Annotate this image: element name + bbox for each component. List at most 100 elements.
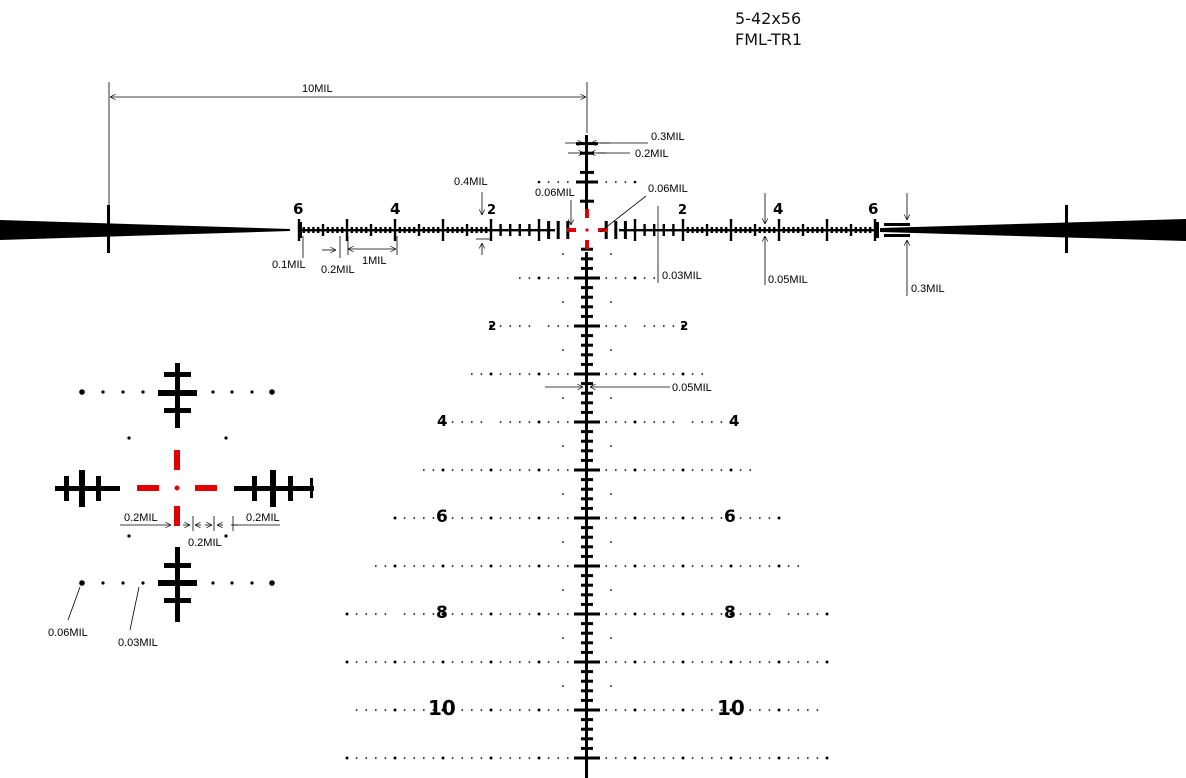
- holdover-dot: [825, 660, 829, 664]
- holdover-dot: [384, 613, 387, 615]
- holdover-dot: [624, 373, 627, 375]
- holdover-dot: [662, 517, 665, 519]
- holdover-dot: [806, 757, 809, 759]
- holdover-dot: [710, 421, 713, 423]
- holdover-dot: [691, 757, 694, 759]
- holdover-dot: [605, 565, 608, 567]
- horizontal-tick: [729, 219, 733, 241]
- windage-dot: [562, 541, 564, 543]
- inset-0-2mil-left-label: 0.2MIL: [124, 512, 158, 524]
- holdover-dot: [451, 517, 454, 519]
- horizontal-tick: [691, 227, 694, 233]
- holdover-dot: [422, 709, 425, 711]
- tree-right-2: 2: [680, 319, 688, 333]
- holdover-dot: [547, 517, 550, 519]
- holdover-dot: [701, 565, 704, 567]
- dimension-0-3mil-label: 0.3MIL: [651, 131, 685, 143]
- dimension-1mil-label: 1MIL: [362, 255, 386, 267]
- holdover-dot: [729, 612, 733, 616]
- holdover-dot: [451, 565, 454, 567]
- holdover-dot: [470, 661, 473, 663]
- inset-diagonal-dot: [224, 534, 228, 538]
- horizontal-tick: [715, 227, 718, 233]
- horizontal-tick: [705, 224, 709, 236]
- vertical-tick: [581, 362, 593, 366]
- holdover-dot: [777, 660, 781, 664]
- holdover-dot: [739, 469, 742, 471]
- dimension-0-2mil-tick-label: 0.2MIL: [321, 264, 355, 276]
- windage-dot: [610, 493, 612, 495]
- holdover-dot: [672, 469, 675, 471]
- holdover-dot: [547, 421, 550, 423]
- holdover-dot: [499, 613, 502, 615]
- vertical-tick: [581, 679, 593, 683]
- horizontal-tick: [413, 227, 416, 233]
- horizontal-tick: [854, 227, 857, 233]
- holdover-dot: [480, 565, 483, 567]
- vertical-tick: [574, 468, 600, 472]
- holdover-dot: [451, 613, 454, 615]
- holdover-dot: [768, 517, 771, 519]
- holdover-dot: [355, 757, 358, 759]
- holdover-dot: [720, 757, 723, 759]
- holdover-dot: [489, 324, 493, 328]
- holdover-dot: [653, 757, 656, 759]
- label-right-4: 4: [773, 200, 783, 218]
- holdover-dot: [662, 613, 665, 615]
- vertical-tick: [581, 727, 593, 731]
- holdover-dot: [557, 661, 560, 663]
- inset-left-post: [55, 486, 120, 491]
- right-stadia-line: [619, 229, 877, 232]
- left-bar-end: [107, 205, 110, 253]
- holdover-dot: [605, 373, 608, 375]
- windage-dot: [610, 685, 612, 687]
- holdover-dot: [432, 757, 435, 759]
- holdover-dot: [489, 372, 493, 376]
- holdover-dot: [749, 757, 752, 759]
- holdover-dot: [528, 325, 531, 327]
- holdover-dot: [710, 565, 713, 567]
- holdover-dot: [633, 756, 637, 760]
- holdover-dot: [624, 517, 627, 519]
- holdover-dot: [403, 613, 406, 615]
- holdover-dot: [384, 757, 387, 759]
- holdover-dot: [624, 469, 627, 471]
- holdover-dot: [537, 660, 541, 664]
- holdover-dot: [720, 469, 723, 471]
- vertical-upper-tick: [580, 170, 594, 174]
- vertical-tick: [581, 430, 593, 434]
- holdover-dot: [557, 277, 560, 279]
- windage-dot: [610, 589, 612, 591]
- dimension-0-05mil-right-label: 0.05MIL: [768, 274, 808, 286]
- windage-dot: [562, 493, 564, 495]
- holdover-dot: [413, 565, 416, 567]
- holdover-dot: [624, 661, 627, 663]
- holdover-dot: [557, 325, 560, 327]
- inner-hash-mark: [623, 221, 627, 239]
- windage-dot: [610, 253, 612, 255]
- horizontal-tick: [806, 227, 809, 233]
- inset-dot: [101, 390, 105, 394]
- holdover-dot: [729, 564, 733, 568]
- holdover-dot: [614, 325, 617, 327]
- holdover-dot: [605, 277, 608, 279]
- holdover-dot: [441, 420, 445, 424]
- holdover-dot: [393, 660, 397, 664]
- holdover-dot: [518, 373, 521, 375]
- tree-left-10: 10: [428, 696, 456, 720]
- holdover-dot: [509, 421, 512, 423]
- horizontal-tick: [355, 227, 358, 233]
- holdover-dot: [691, 421, 694, 423]
- inset-diagonal-dot: [127, 534, 131, 538]
- center-detail-inset: 0.2MIL 0.2MIL 0.2MIL 0.06MIL 0.03MIL: [48, 363, 314, 649]
- holdover-dot: [470, 757, 473, 759]
- holdover-dot: [518, 613, 521, 615]
- vertical-tick: [581, 286, 593, 290]
- holdover-dot: [432, 565, 435, 567]
- vertical-tick: [581, 602, 593, 606]
- center-aim-point: [567, 209, 607, 249]
- holdover-dot: [365, 709, 368, 711]
- horizontal-tick: [825, 219, 829, 241]
- horizontal-tick: [797, 227, 800, 233]
- vertical-tick: [581, 391, 593, 395]
